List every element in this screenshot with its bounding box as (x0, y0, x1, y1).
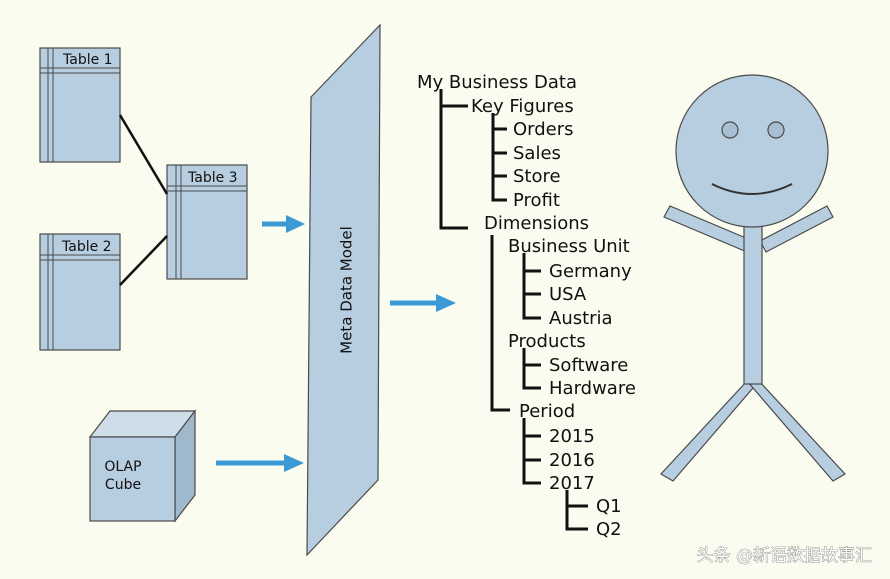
tree-node-store: Store (513, 166, 561, 187)
tree-node-products: Products (508, 331, 586, 352)
tree-node-germany: Germany (549, 261, 632, 282)
hierarchy-tree: My Business Data Key Figures Orders Sale… (417, 72, 636, 540)
join-line-table1-table3 (118, 114, 169, 195)
tree-node-software: Software (549, 355, 628, 376)
join-line-table2-table3 (119, 235, 168, 286)
table-3: Table 3 (166, 164, 248, 280)
tree-node-usa: USA (549, 284, 587, 305)
table-1-title: Table 1 (62, 52, 113, 68)
olap-cube-label-line2: Cube (105, 477, 141, 493)
figure-right-eye (767, 121, 785, 139)
figure-smile (711, 183, 793, 195)
tree-node-root: My Business Data (417, 72, 577, 93)
tree-node-2015: 2015 (549, 426, 595, 447)
tree-node-business-unit: Business Unit (508, 236, 630, 257)
olap-cube-label-line1: OLAP (104, 459, 141, 475)
table-2-title: Table 2 (61, 239, 112, 255)
table-3-title: Table 3 (187, 170, 238, 186)
olap-cube: OLAP Cube (88, 409, 197, 523)
tree-node-period: Period (519, 401, 575, 422)
tree-node-q2: Q2 (596, 519, 622, 540)
meta-data-model: Meta Data Model (306, 23, 381, 557)
tree-node-profit: Profit (513, 190, 560, 211)
hierarchy-tree-lines (439, 89, 588, 531)
arrow-tables-to-model (262, 215, 305, 233)
tree-node-orders: Orders (513, 119, 574, 140)
business-user-figure (660, 74, 846, 482)
tree-node-key-figures: Key Figures (471, 96, 574, 117)
figure-left-eye (721, 121, 739, 139)
watermark-text: 头条 @新语数据故事汇 (697, 546, 872, 566)
tree-node-hardware: Hardware (549, 378, 636, 399)
arrow-model-to-tree (390, 294, 456, 312)
table-2: Table 2 (39, 233, 121, 351)
table-1: Table 1 (39, 47, 121, 163)
tree-node-q1: Q1 (596, 496, 622, 517)
figure-head (675, 74, 829, 228)
tree-node-2017: 2017 (549, 473, 595, 494)
tree-node-austria: Austria (549, 308, 613, 329)
tree-node-dimensions: Dimensions (484, 213, 589, 234)
tree-node-sales: Sales (513, 143, 561, 164)
meta-data-model-label: Meta Data Model (338, 226, 356, 354)
arrow-cube-to-model (216, 454, 304, 472)
tree-node-2016: 2016 (549, 450, 595, 471)
